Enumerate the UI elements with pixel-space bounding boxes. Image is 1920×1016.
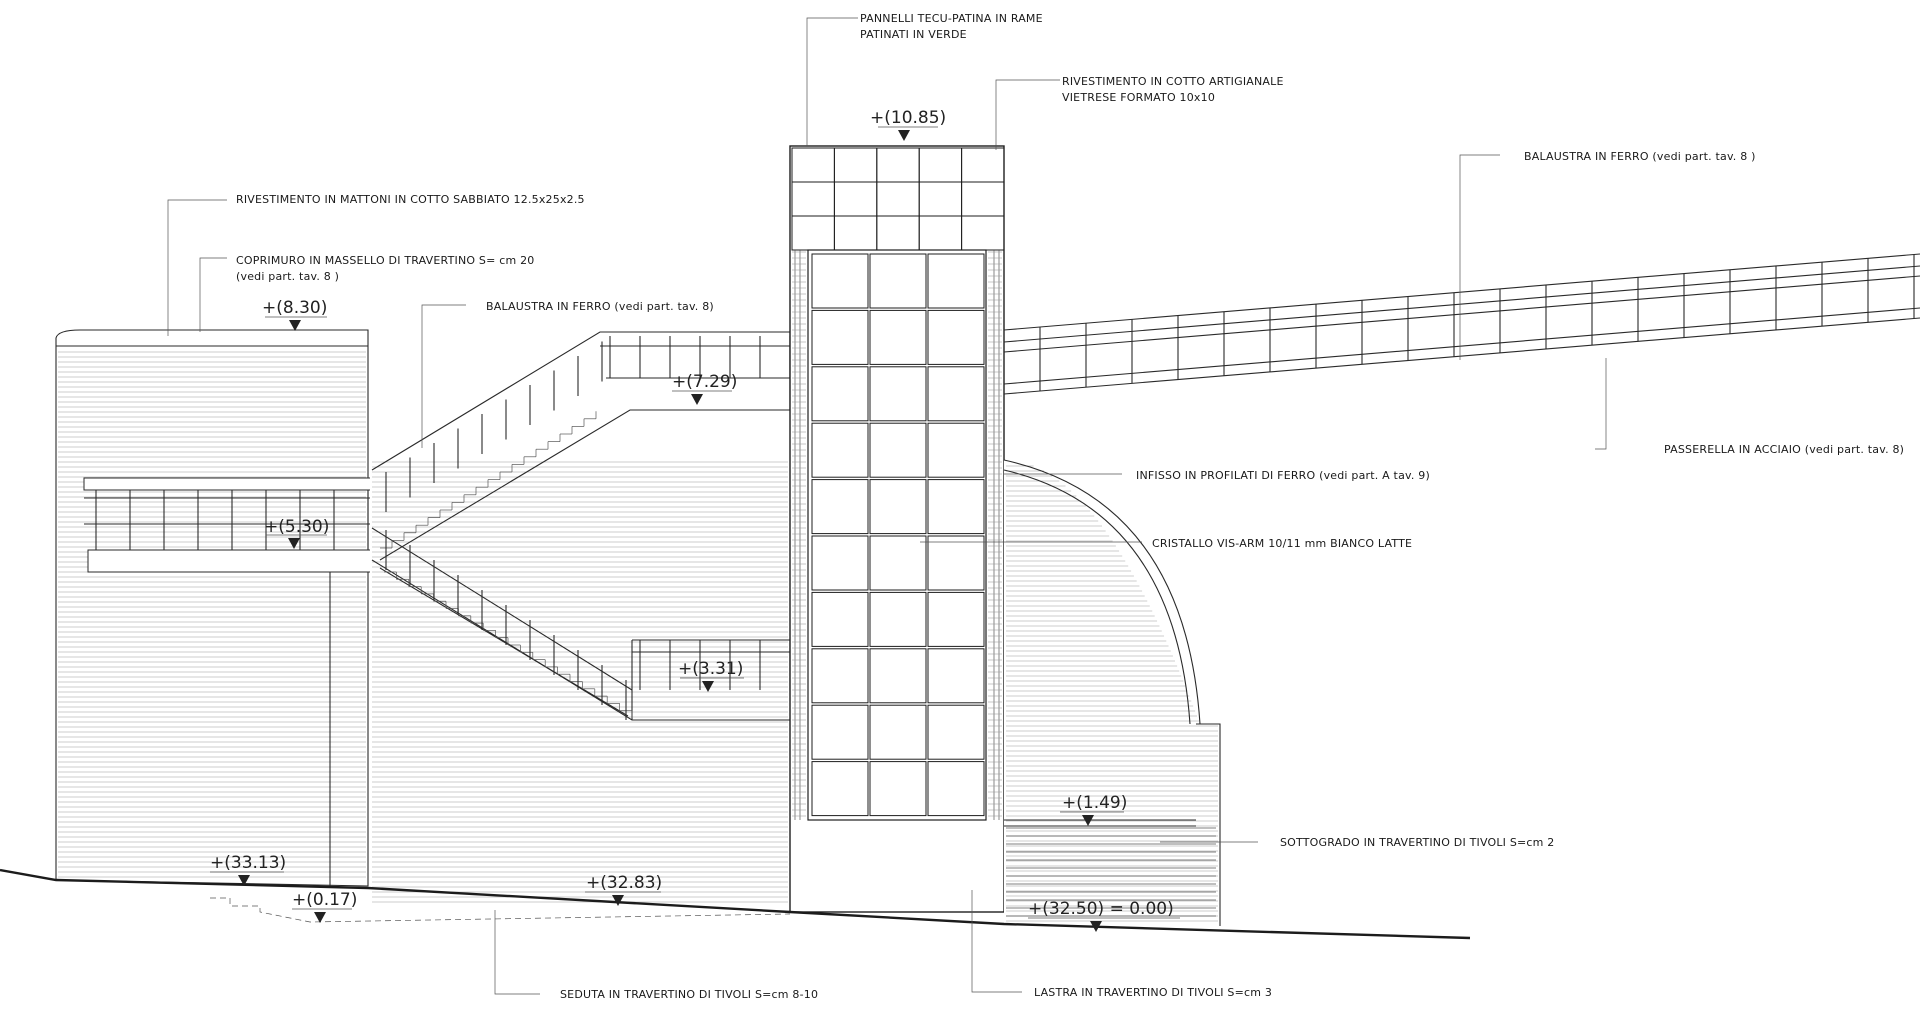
glass-pane xyxy=(811,422,869,478)
label-rivestimento-cotto-line1: RIVESTIMENTO IN COTTO ARTIGIANALE xyxy=(1062,75,1284,88)
right-curved-wall xyxy=(1003,459,1221,930)
label-pannelli-line1: PANNELLI TECU-PATINA IN RAME xyxy=(860,12,1043,25)
left-terrace-railing xyxy=(83,477,375,573)
glass-pane xyxy=(811,761,869,817)
label-balaustra-right: BALAUSTRA IN FERRO (vedi part. tav. 8 ) xyxy=(1524,150,1756,163)
elevation-32-50: +(32.50) = 0.00) xyxy=(1028,899,1174,919)
glass-pane xyxy=(869,422,927,478)
elevation-markers xyxy=(210,126,1180,932)
glass-pane xyxy=(927,704,985,760)
elevation-1-49: +(1.49) xyxy=(1062,793,1127,813)
elevation-0-17: +(0.17) xyxy=(292,890,357,910)
glass-pane xyxy=(869,591,927,647)
elevation-32-83: +(32.83) xyxy=(586,873,662,893)
glass-pane xyxy=(927,422,985,478)
glass-pane xyxy=(927,309,985,365)
glass-pane xyxy=(869,648,927,704)
glass-pane xyxy=(811,253,869,309)
label-cristallo: CRISTALLO VIS-ARM 10/11 mm BIANCO LATTE xyxy=(1152,537,1412,550)
elevation-5-30: +(5.30) xyxy=(264,517,329,537)
glass-pane xyxy=(927,761,985,817)
glass-pane xyxy=(927,366,985,422)
label-coprimuro-line2: (vedi part. tav. 8 ) xyxy=(236,270,339,283)
label-infisso: INFISSO IN PROFILATI DI FERRO (vedi part… xyxy=(1136,469,1430,482)
glass-pane xyxy=(869,309,927,365)
glass-pane xyxy=(811,366,869,422)
glass-pane xyxy=(869,253,927,309)
glass-pane xyxy=(869,535,927,591)
glass-tower xyxy=(789,145,1005,913)
elevation-10-85: +(10.85) xyxy=(870,108,946,128)
label-seduta: SEDUTA IN TRAVERTINO DI TIVOLI S=cm 8-10 xyxy=(560,988,818,1001)
glass-pane xyxy=(927,591,985,647)
ground-line xyxy=(0,868,1471,940)
elevation-7-29: +(7.29) xyxy=(672,372,737,392)
elevation-33-13: +(33.13) xyxy=(210,853,286,873)
glass-pane xyxy=(811,591,869,647)
glass-pane xyxy=(811,704,869,760)
glass-pane xyxy=(869,479,927,535)
glass-pane xyxy=(869,704,927,760)
glass-pane xyxy=(811,648,869,704)
label-balaustra-center: BALAUSTRA IN FERRO (vedi part. tav. 8) xyxy=(486,300,714,313)
glass-pane xyxy=(811,479,869,535)
glass-pane xyxy=(869,366,927,422)
glass-pane xyxy=(927,535,985,591)
stair-zone xyxy=(370,331,791,903)
glass-pane xyxy=(811,309,869,365)
glass-pane xyxy=(811,535,869,591)
elevation-8-30: +(8.30) xyxy=(262,298,327,318)
label-passerella: PASSERELLA IN ACCIAIO (vedi part. tav. 8… xyxy=(1664,443,1904,456)
label-rivestimento-mattoni: RIVESTIMENTO IN MATTONI IN COTTO SABBIAT… xyxy=(236,193,585,206)
glass-pane xyxy=(927,253,985,309)
label-coprimuro-line1: COPRIMURO IN MASSELLO DI TRAVERTINO S= c… xyxy=(236,254,535,267)
label-pannelli-line2: PATINATI IN VERDE xyxy=(860,28,967,41)
glass-pane xyxy=(927,479,985,535)
label-lastra: LASTRA IN TRAVERTINO DI TIVOLI S=cm 3 xyxy=(1034,986,1272,999)
glass-pane xyxy=(927,648,985,704)
label-rivestimento-cotto-line2: VIETRESE FORMATO 10x10 xyxy=(1062,91,1215,104)
glass-pane xyxy=(869,761,927,817)
leader-lines xyxy=(167,17,1607,995)
elevation-3-31: +(3.31) xyxy=(678,659,743,679)
label-sottogrado: SOTTOGRADO IN TRAVERTINO DI TIVOLI S=cm … xyxy=(1280,836,1554,849)
left-brick-wall xyxy=(55,329,369,887)
steel-walkway xyxy=(1003,253,1920,395)
